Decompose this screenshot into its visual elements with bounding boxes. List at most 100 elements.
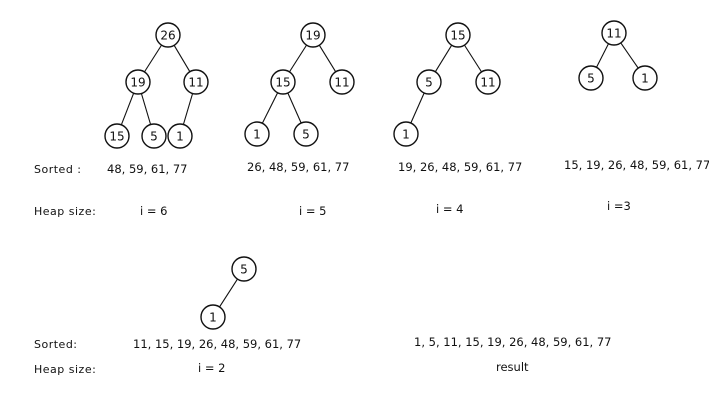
tree-edge bbox=[463, 44, 483, 73]
tree-edge bbox=[287, 92, 302, 124]
row-labels-bottom: Sorted: Heap size: bbox=[34, 338, 96, 376]
tree-edge bbox=[219, 278, 238, 308]
node-value: 11 bbox=[606, 26, 621, 40]
tree-node: 19 bbox=[300, 22, 326, 48]
node-value: 5 bbox=[240, 262, 248, 276]
node-circle bbox=[270, 69, 296, 95]
tree-node: 5 bbox=[293, 121, 319, 147]
node-circle bbox=[632, 65, 658, 91]
heap-size-value: i = 2 bbox=[198, 361, 225, 375]
tree-edge bbox=[173, 45, 191, 72]
node-value: 11 bbox=[480, 75, 495, 89]
node-value: 15 bbox=[275, 75, 290, 89]
row-labels-top: Sorted : Heap size: bbox=[34, 163, 96, 218]
node-circle bbox=[475, 69, 501, 95]
heap-size-value: result bbox=[496, 360, 529, 374]
node-value: 15 bbox=[450, 28, 465, 42]
heap-step-5: 5 1 11, 15, 19, 26, 48, 59, 61, 77 i = 2 bbox=[133, 256, 301, 375]
node-value: 15 bbox=[109, 129, 124, 143]
tree-node: 5 bbox=[231, 256, 257, 282]
sorted-list: 1, 5, 11, 15, 19, 26, 48, 59, 61, 77 bbox=[414, 335, 612, 349]
tree-node: 1 bbox=[393, 121, 419, 147]
node-circle bbox=[293, 121, 319, 147]
tree-node: 15 bbox=[270, 69, 296, 95]
heap-size-value: i =3 bbox=[607, 199, 631, 213]
tree-node: 19 bbox=[125, 69, 151, 95]
node-circle bbox=[244, 121, 270, 147]
tree-edge bbox=[318, 44, 337, 73]
node-value: 5 bbox=[587, 71, 595, 85]
tree-node: 15 bbox=[104, 123, 130, 149]
sorted-list: 19, 26, 48, 59, 61, 77 bbox=[398, 160, 522, 174]
node-circle bbox=[200, 304, 226, 330]
tree-edge bbox=[410, 92, 425, 124]
sorted-label-top: Sorted : bbox=[34, 163, 82, 176]
node-circle bbox=[393, 121, 419, 147]
node-circle bbox=[141, 123, 167, 149]
node-value: 1 bbox=[209, 310, 217, 324]
tree-node: 1 bbox=[200, 304, 226, 330]
heap-size-value: i = 4 bbox=[436, 202, 463, 216]
heap-step-1: 26 19 11 15 5 1 48, 59, 61, 77 i = 6 bbox=[104, 22, 209, 218]
node-value: 19 bbox=[305, 28, 320, 42]
node-circle bbox=[167, 123, 193, 149]
tree-node: 5 bbox=[578, 65, 604, 91]
tree-node: 1 bbox=[244, 121, 270, 147]
tree-node: 26 bbox=[155, 22, 181, 48]
heap-size-value: i = 6 bbox=[140, 204, 167, 218]
tree-edge bbox=[120, 92, 135, 126]
node-circle bbox=[231, 256, 257, 282]
tree-edge bbox=[261, 92, 279, 124]
tree-edge bbox=[182, 93, 194, 125]
node-value: 11 bbox=[334, 75, 349, 89]
node-circle bbox=[155, 22, 181, 48]
tree-node: 5 bbox=[416, 69, 442, 95]
tree-node: 1 bbox=[167, 123, 193, 149]
heap-size-label-top: Heap size: bbox=[34, 205, 96, 218]
sorted-list: 26, 48, 59, 61, 77 bbox=[247, 160, 349, 174]
tree-edge bbox=[595, 43, 610, 68]
node-value: 5 bbox=[150, 129, 158, 143]
node-value: 1 bbox=[641, 71, 649, 85]
node-value: 11 bbox=[188, 75, 203, 89]
node-value: 1 bbox=[176, 129, 184, 143]
node-circle bbox=[601, 20, 627, 46]
heap-size-label-bottom: Heap size: bbox=[34, 363, 96, 376]
node-circle bbox=[125, 69, 151, 95]
sorted-list: 15, 19, 26, 48, 59, 61, 77 bbox=[564, 158, 709, 172]
tree-node: 5 bbox=[141, 123, 167, 149]
node-circle bbox=[300, 22, 326, 48]
heap-size-value: i = 5 bbox=[299, 204, 326, 218]
tree-node: 11 bbox=[329, 69, 355, 95]
node-value: 26 bbox=[160, 28, 175, 42]
tree-node: 11 bbox=[183, 69, 209, 95]
node-circle bbox=[416, 69, 442, 95]
node-circle bbox=[104, 123, 130, 149]
tree-edge bbox=[140, 93, 152, 125]
node-circle bbox=[445, 22, 471, 48]
tree-edge bbox=[143, 44, 163, 73]
tree-edge bbox=[620, 42, 639, 69]
sorted-list: 48, 59, 61, 77 bbox=[107, 162, 187, 176]
tree-node: 1 bbox=[632, 65, 658, 91]
node-circle bbox=[329, 69, 355, 95]
node-value: 1 bbox=[402, 127, 410, 141]
sorted-list: 11, 15, 19, 26, 48, 59, 61, 77 bbox=[133, 337, 301, 351]
tree-edge bbox=[434, 44, 453, 73]
tree-node: 11 bbox=[475, 69, 501, 95]
heap-step-6: 1, 5, 11, 15, 19, 26, 48, 59, 61, 77 resu… bbox=[414, 335, 612, 374]
node-value: 1 bbox=[253, 127, 261, 141]
sorted-label-bottom: Sorted: bbox=[34, 338, 78, 351]
node-value: 5 bbox=[302, 127, 310, 141]
heap-step-4: 11 5 1 15, 19, 26, 48, 59, 61, 77 i =3 bbox=[564, 20, 709, 213]
tree-node: 15 bbox=[445, 22, 471, 48]
tree-edge bbox=[288, 44, 308, 73]
node-circle bbox=[578, 65, 604, 91]
tree-node: 11 bbox=[601, 20, 627, 46]
node-value: 5 bbox=[425, 75, 433, 89]
